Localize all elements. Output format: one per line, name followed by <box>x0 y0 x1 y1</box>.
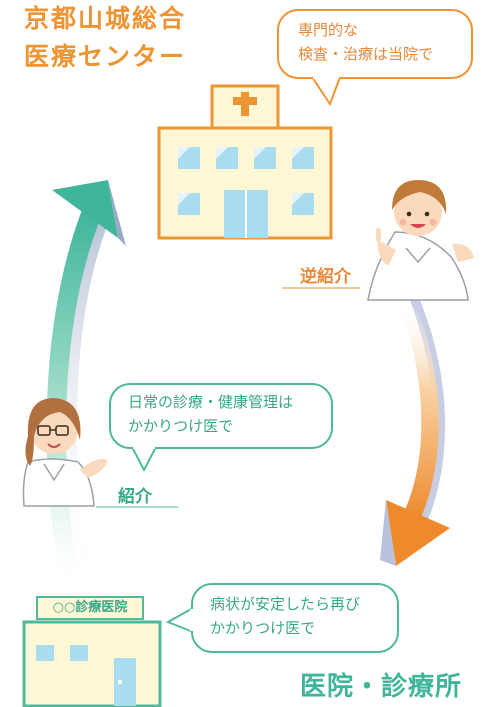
hospital-name-line2: 医療センター <box>24 42 187 71</box>
clinic-title: 医院・診療所 <box>300 672 463 702</box>
bubble-doctor-line2: かかりつけ医で <box>128 417 234 435</box>
reverse-referral-label: 逆紹介 <box>300 267 351 287</box>
bubble-clinic-line2: かかりつけ医で <box>210 619 316 637</box>
bubble-hospital <box>277 9 473 107</box>
referral-arrow <box>46 180 126 590</box>
doctor-figure <box>22 398 108 507</box>
bubble-doctor-line1: 日常の診療・健康管理は <box>128 393 294 411</box>
nurse-figure <box>367 180 474 301</box>
bubble-hospital-line1: 専門的な <box>298 21 359 39</box>
reverse-referral-arrow <box>380 300 450 566</box>
hospital-building <box>157 84 333 240</box>
referral-label: 紹介 <box>118 487 152 507</box>
bubble-clinic-line1: 病状が安定したら再び <box>210 595 361 613</box>
clinic-sign: ○○診療医院 <box>36 596 144 620</box>
bubble-doctor <box>109 383 333 473</box>
hospital-name-line1: 京都山城総合 <box>24 4 187 33</box>
bubble-hospital-line2: 検査・治療は当院で <box>298 45 434 63</box>
clinic-building <box>22 620 162 707</box>
bubble-clinic <box>165 583 399 653</box>
